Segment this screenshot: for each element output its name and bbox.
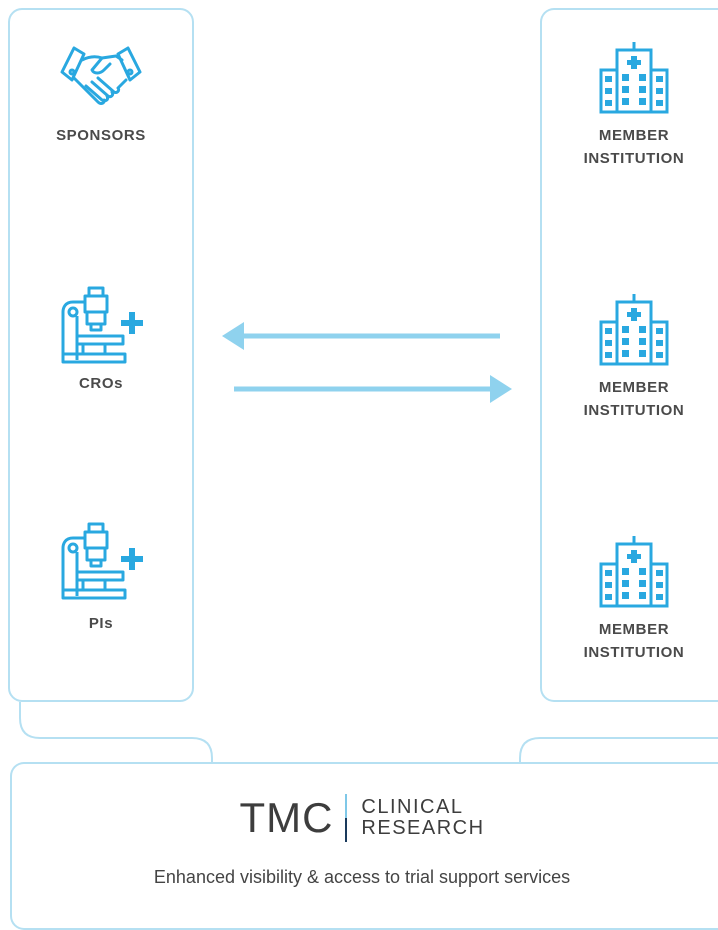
left-bracket — [19, 702, 213, 764]
node-label: SPONSORS — [56, 127, 146, 144]
right-bracket — [519, 737, 718, 764]
label-line: INSTITUTION — [583, 402, 685, 419]
node-label: MEMBER INSTITUTION — [548, 124, 718, 170]
arrow-left — [222, 322, 500, 350]
arrow-right — [234, 375, 512, 403]
logo-line-clinical: CLINICAL — [361, 796, 464, 818]
hospital-icon — [599, 294, 669, 366]
member-institution-node-2: MEMBER INSTITUTION — [548, 292, 718, 422]
microscope-icon — [61, 522, 143, 600]
node-label: CROs — [78, 375, 124, 392]
logo-tmc-text: TMC — [239, 794, 334, 841]
label-line: MEMBER — [598, 379, 670, 396]
logo-divider — [345, 794, 348, 842]
hospital-icon — [599, 42, 669, 114]
hospital-icon — [599, 536, 669, 608]
label-line: MEMBER — [598, 127, 670, 144]
logo-line-research: RESEARCH — [361, 817, 485, 839]
tagline: Enhanced visibility & access to trial su… — [153, 867, 571, 887]
microscope-icon — [61, 286, 143, 364]
handshake-icon — [60, 46, 142, 105]
cros-node: CROs — [8, 284, 194, 395]
label-line: INSTITUTION — [583, 150, 685, 167]
label-line: INSTITUTION — [583, 644, 685, 661]
node-label: MEMBER INSTITUTION — [548, 376, 718, 422]
member-institution-node-3: MEMBER INSTITUTION — [548, 534, 718, 664]
node-label: PIs — [88, 615, 114, 632]
sponsors-node: SPONSORS — [8, 42, 194, 147]
label-line: MEMBER — [598, 621, 670, 638]
pis-node: PIs — [8, 520, 194, 635]
member-institution-node-1: MEMBER INSTITUTION — [548, 40, 718, 170]
node-label: MEMBER INSTITUTION — [548, 618, 718, 664]
